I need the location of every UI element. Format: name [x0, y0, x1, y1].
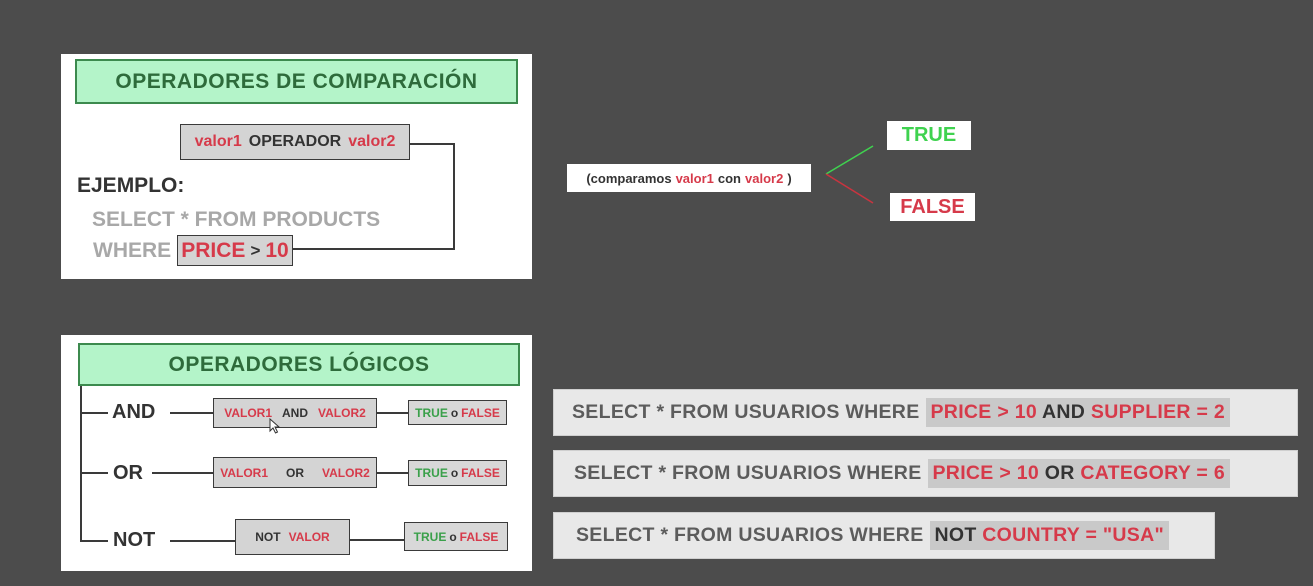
or-lead-line [80, 472, 108, 474]
note-con: con [717, 170, 742, 186]
connector-line [293, 248, 455, 250]
not-valor: VALOR [288, 530, 330, 544]
true-result: TRUE [887, 121, 971, 150]
mouse-cursor-icon [269, 418, 281, 434]
false-result: FALSE [890, 193, 975, 221]
or-connector-line [152, 472, 214, 474]
not-false: FALSE [459, 529, 499, 544]
not-connector-line [170, 540, 236, 542]
query-or-keyword: OR [1044, 462, 1075, 484]
query-not-keyword: NOT [934, 524, 977, 546]
and-result-box: TRUE o FALSE [408, 400, 507, 425]
query-or-cond-a: PRICE > 10 [932, 462, 1040, 484]
comparison-panel: OPERADORES DE COMPARACIÓN valor1 OPERADO… [61, 54, 532, 279]
or-expression-box: VALOR1 OR VALOR2 [213, 457, 377, 488]
query-and-condition: PRICE > 10 AND SUPPLIER = 2 [925, 398, 1231, 427]
note-valor1: valor1 [675, 170, 714, 186]
not-result-line [350, 539, 405, 541]
not-keyword: NOT [255, 530, 281, 544]
query-not-condition: NOT COUNTRY = "USA" [929, 521, 1170, 550]
not-true: TRUE [413, 529, 447, 544]
query-not-cond: COUNTRY = "USA" [982, 524, 1165, 546]
note-close: ) [787, 170, 792, 186]
example-field: PRICE [181, 238, 246, 262]
query-not-lead: SELECT * FROM USUARIOS WHERE [576, 524, 924, 546]
comparison-title: OPERADORES DE COMPARACIÓN [75, 59, 518, 104]
connector-line [410, 143, 455, 145]
or-valor2: VALOR2 [322, 465, 370, 480]
and-valor1: VALOR1 [224, 406, 272, 420]
query-and-lead: SELECT * FROM USUARIOS WHERE [572, 401, 920, 423]
not-result-box: TRUE o FALSE [404, 522, 508, 551]
syntax-operator: OPERADOR [248, 133, 342, 150]
query-and-keyword: AND [1042, 401, 1086, 423]
and-or-word: o [450, 405, 459, 420]
and-result-line [377, 412, 408, 414]
or-label: OR [113, 462, 143, 484]
and-valor2: VALOR2 [318, 406, 366, 420]
example-line1: SELECT * FROM PRODUCTS [92, 208, 381, 231]
and-true: TRUE [415, 405, 448, 420]
syntax-box: valor1 OPERADOR valor2 [180, 124, 410, 160]
logical-bracket [80, 386, 82, 542]
logical-panel: OPERADORES LÓGICOS AND VALOR1 AND VALOR2… [61, 335, 532, 571]
not-or-word: o [449, 529, 457, 544]
query-and: SELECT * FROM USUARIOS WHERE PRICE > 10 … [553, 389, 1298, 436]
true-branch-line [825, 145, 874, 175]
query-and-cond-a: PRICE > 10 [930, 401, 1038, 423]
example-where: WHERE [93, 239, 172, 262]
syntax-valor1: valor1 [194, 133, 242, 150]
query-or-condition: PRICE > 10 OR CATEGORY = 6 [927, 459, 1230, 488]
not-lead-line [80, 540, 108, 542]
connector-line [453, 143, 455, 250]
and-false: FALSE [461, 405, 500, 420]
or-valor1: VALOR1 [220, 465, 268, 480]
or-false: FALSE [461, 466, 500, 480]
query-and-cond-b: SUPPLIER = 2 [1090, 401, 1226, 423]
example-operator: > [250, 240, 261, 260]
example-condition-box: PRICE > 10 [177, 235, 293, 266]
query-or-cond-b: CATEGORY = 6 [1080, 462, 1225, 484]
query-or-lead: SELECT * FROM USUARIOS WHERE [574, 462, 922, 484]
and-label: AND [112, 401, 156, 423]
not-label: NOT [113, 529, 156, 551]
and-expression-box: VALOR1 AND VALOR2 [213, 398, 377, 428]
and-connector-line [170, 412, 214, 414]
example-label: EJEMPLO: [77, 174, 185, 197]
note-open: (comparamos [586, 170, 672, 186]
query-or: SELECT * FROM USUARIOS WHERE PRICE > 10 … [553, 450, 1298, 497]
false-branch-line [825, 173, 874, 204]
or-true: TRUE [415, 466, 448, 480]
or-result-box: TRUE o FALSE [408, 460, 507, 486]
example-value: 10 [265, 238, 289, 262]
not-expression-box: NOT VALOR [235, 519, 350, 555]
comparison-note: (comparamos valor1 con valor2 ) [567, 164, 811, 192]
or-keyword: OR [286, 465, 304, 480]
or-or-word: o [450, 466, 459, 480]
or-result-line [377, 472, 408, 474]
and-keyword: AND [282, 406, 308, 420]
note-valor2: valor2 [745, 170, 784, 186]
and-lead-line [80, 412, 108, 414]
syntax-valor2: valor2 [348, 133, 396, 150]
logical-title: OPERADORES LÓGICOS [78, 343, 520, 386]
result-branch-lines [825, 145, 874, 204]
query-not: SELECT * FROM USUARIOS WHERE NOT COUNTRY… [553, 512, 1215, 559]
